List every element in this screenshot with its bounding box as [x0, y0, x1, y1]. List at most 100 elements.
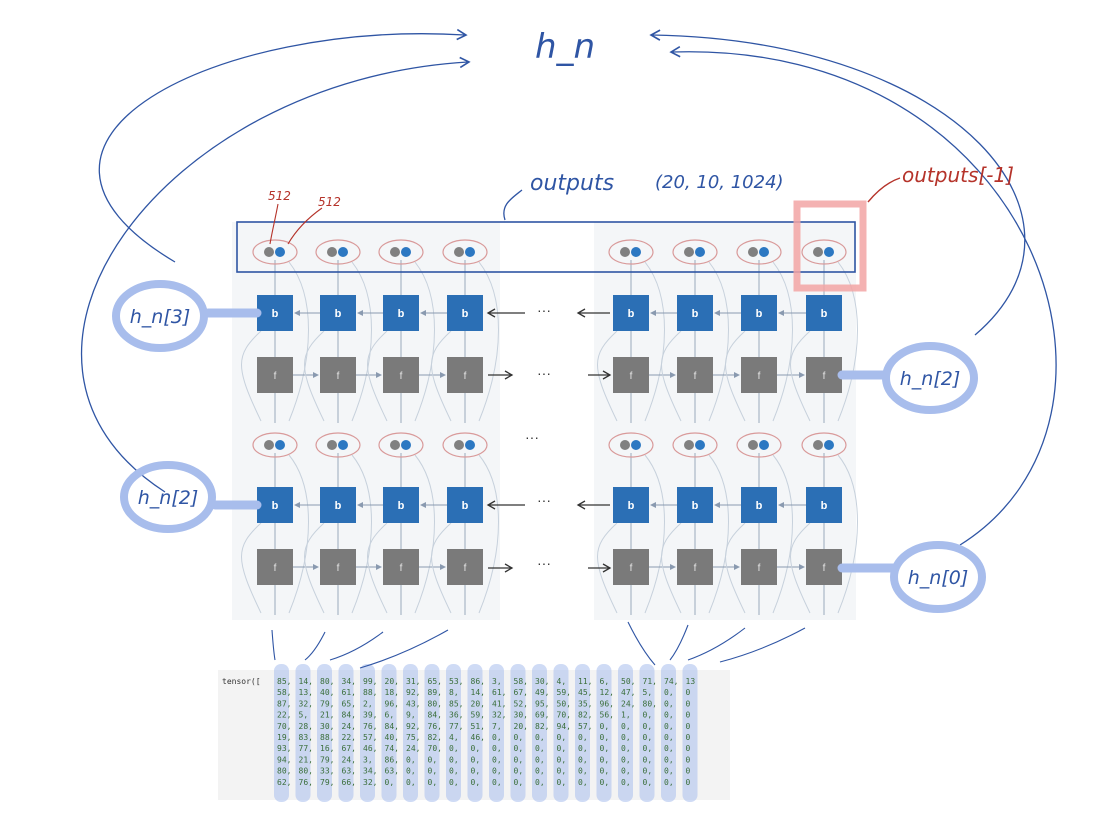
tensor-value: 58, — [514, 677, 528, 686]
tensor-value: 13, — [299, 688, 313, 697]
tensor-value: 22, — [342, 733, 356, 742]
outputs-label: outputs — [530, 171, 614, 196]
forward-output-dot — [813, 440, 823, 450]
column-stroke — [329, 631, 384, 661]
tensor-row: 85,14,80,34,99,20,31,65,53,86,3,58,30,4,… — [277, 677, 695, 686]
column-to-tensor-strokes — [271, 621, 806, 669]
tensor-value: 4, — [449, 733, 459, 742]
column-stroke — [359, 629, 449, 669]
tensor-value: 0, — [643, 711, 653, 720]
forward-output-dot — [748, 247, 758, 257]
tensor-value: 80, — [643, 699, 657, 708]
backward-output-dot — [759, 440, 769, 450]
tensor-value: 0, — [535, 755, 545, 764]
tensor-value: 24, — [406, 744, 420, 753]
tensor-value: 0, — [664, 722, 674, 731]
arrow-hn2-right-to-title — [649, 29, 1026, 336]
output-node — [442, 432, 488, 458]
tensor-value: 7, — [492, 722, 502, 731]
tensor-value: 0, — [664, 733, 674, 742]
forward-output-dot — [684, 440, 694, 450]
skip-curve — [351, 454, 372, 614]
tensor-value: 0, — [428, 755, 438, 764]
tensor-value: 80, — [277, 767, 291, 776]
hidden-state-circle — [890, 541, 986, 613]
tensor-column-highlight — [553, 664, 569, 802]
tensor-value: 0, — [449, 755, 459, 764]
tensor-value: 0, — [643, 722, 653, 731]
forward-cell — [677, 357, 713, 393]
tensor-value: 1, — [621, 711, 631, 720]
tensor-value: 0, — [557, 744, 567, 753]
forward-cell-label: f — [400, 563, 403, 574]
tensor-value: 0, — [600, 778, 610, 787]
tensor-value: 0, — [664, 755, 674, 764]
dim-forward-label: 512 — [268, 189, 291, 203]
skip-curve — [288, 454, 309, 614]
tensor-value: 0, — [514, 778, 524, 787]
tensor-value: 66, — [342, 778, 356, 787]
tensor-value: 40, — [385, 733, 399, 742]
backward-cell-label: b — [272, 500, 279, 512]
skip-curve — [597, 330, 618, 422]
last-output-pointer — [867, 177, 901, 203]
tensor-column-highlight — [532, 664, 547, 802]
tensor-value: 0 — [686, 688, 691, 697]
tensor-row: 70,28,30,24,76,84,92,76,77,51,7,20,82,94… — [277, 722, 691, 731]
tensor-value: 32, — [299, 699, 313, 708]
arrow-hn0-to-title — [669, 46, 1057, 546]
tensor-value: 14, — [299, 677, 313, 686]
backward-output-dot — [465, 247, 475, 257]
tensor-value: 69, — [535, 711, 549, 720]
backward-cell — [741, 295, 777, 331]
tensor-value: 0, — [406, 778, 416, 787]
tensor-column-highlight — [682, 664, 698, 802]
tensor-value: 49, — [535, 688, 549, 697]
tensor-value: 0 — [686, 699, 691, 708]
output-node — [252, 239, 298, 265]
ellipsis: ··· — [525, 429, 539, 445]
forward-cell — [741, 357, 777, 393]
tensor-value: 16, — [320, 744, 334, 753]
forward-output-dot — [390, 440, 400, 450]
tensor-value: 58, — [277, 688, 291, 697]
skip-curve — [772, 454, 793, 614]
tensor-value: 70, — [428, 744, 442, 753]
forward-cell-label: f — [694, 563, 697, 574]
tensor-value: 67, — [514, 688, 528, 697]
backward-output-dot — [338, 247, 348, 257]
tensor-value: 20, — [385, 677, 399, 686]
tensor-value: 83, — [299, 733, 313, 742]
forward-cell — [383, 549, 419, 585]
forward-cell — [806, 549, 842, 585]
tensor-value: 20, — [471, 699, 485, 708]
tensor-value: 85, — [449, 699, 463, 708]
tensor-value: 8, — [449, 688, 459, 697]
tensor-value: 96, — [385, 699, 399, 708]
tensor-value: 74, — [664, 677, 678, 686]
forward-cell-label: f — [630, 563, 633, 574]
backward-output-dot — [401, 247, 411, 257]
tensor-value: 75, — [406, 733, 420, 742]
tensor-value: 0, — [428, 767, 438, 776]
tensor-row: 94,21,79,24,3,86,0,0,0,0,0,0,0,0,0,0,0,0… — [277, 755, 691, 764]
tensor-value: 3, — [363, 755, 373, 764]
skip-curve — [644, 454, 665, 614]
forward-cell-label: f — [694, 371, 697, 382]
tensor-value: 24, — [342, 722, 356, 731]
output-node — [608, 239, 654, 265]
forward-cell-label: f — [464, 563, 467, 574]
tensor-value: 0, — [406, 767, 416, 776]
forward-output-dot — [748, 440, 758, 450]
tensor-value: 0, — [664, 688, 674, 697]
tensor-value: 30, — [535, 677, 549, 686]
tensor-column-highlight — [575, 664, 590, 802]
forward-cell-label: f — [337, 371, 340, 382]
backward-output-dot — [465, 440, 475, 450]
output-node — [672, 239, 718, 265]
hidden-state-label: h_n[3] — [130, 306, 191, 328]
backward-output-dot — [275, 247, 285, 257]
column-stroke — [669, 624, 689, 661]
tensor-value: 57, — [363, 733, 377, 742]
outputs-label-pointer — [503, 189, 523, 221]
